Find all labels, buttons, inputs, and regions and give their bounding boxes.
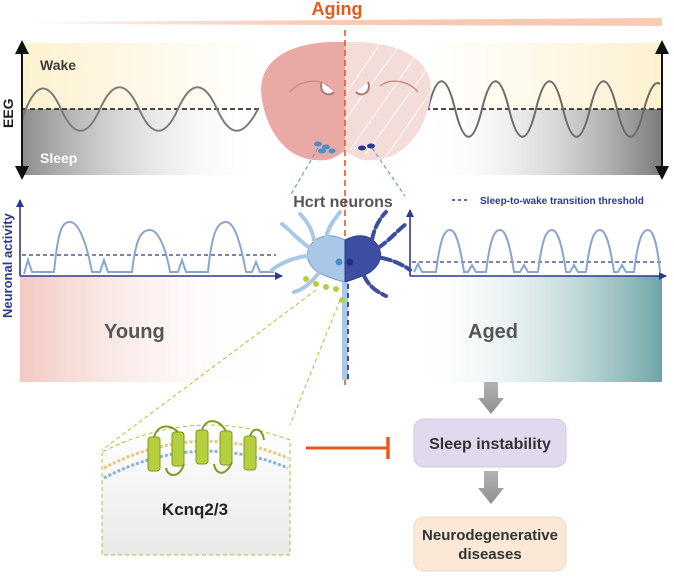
brain-ventricles	[320, 81, 370, 96]
arrow-aged-to-instability	[478, 382, 504, 414]
inhibition-arrow	[306, 437, 390, 459]
eeg-trace-aged	[427, 80, 661, 138]
kcnq-marker-2	[323, 284, 329, 290]
kcnq-marker-5	[303, 276, 309, 282]
zoom-connector-left	[101, 289, 317, 451]
activity-trace-young	[23, 220, 274, 275]
neuron-soma-young	[306, 235, 346, 283]
young-background	[20, 276, 280, 382]
kcnq-loops	[153, 420, 265, 476]
kcnq-marker-1	[313, 281, 319, 287]
hcrt-dot-young-3	[318, 148, 326, 154]
zoom-line-right	[371, 147, 406, 197]
brain-young-half	[261, 41, 345, 161]
aging-title: Aging	[312, 0, 363, 19]
eeg-arrowhead-up-left	[15, 40, 29, 54]
arrow-instability-to-neuro	[478, 471, 504, 504]
aged-label: Aged	[468, 321, 518, 343]
young-label: Young	[104, 321, 165, 343]
kcnq-channel-panel: Kcnq2/3	[101, 289, 341, 556]
neuron-nucleus-young	[335, 258, 343, 266]
aging-header: Aging	[30, 0, 662, 26]
brain-aged-texture	[345, 43, 433, 159]
eeg-trace-young	[21, 86, 259, 132]
zoom-connector-right	[289, 299, 341, 426]
neurodegenerative-line2: diseases	[458, 546, 521, 563]
aged-background	[410, 276, 662, 382]
brain-cortex-lines	[289, 80, 419, 93]
wake-label: Wake	[40, 57, 76, 73]
kcnq-label: Kcnq2/3	[162, 500, 228, 519]
activity-panel-young: Neuronal activity Young	[0, 199, 283, 382]
sleep-instability-box	[413, 418, 567, 468]
eeg-arrowhead-down-right	[655, 166, 669, 180]
eeg-arrowhead-down-left	[15, 166, 29, 180]
neurodegenerative-line1: Neurodegenerative	[422, 527, 558, 544]
wake-band-left	[22, 43, 262, 109]
sleep-instability-label: Sleep instability	[429, 436, 551, 453]
aging-gradient-bar	[30, 18, 662, 26]
neuron-soma-aged	[344, 235, 382, 283]
kcnq-marker-4	[339, 297, 345, 303]
outcomes: Sleep instability Neurodegenerative dise…	[413, 382, 567, 572]
kcnq-channel-helices	[147, 429, 257, 472]
wake-band-right	[425, 43, 662, 109]
hcrt-neurons-label: Hcrt neurons	[293, 194, 393, 211]
brain-aged-half	[345, 41, 432, 161]
neuron-dendrites-young	[270, 210, 342, 294]
zoom-line-left	[289, 147, 319, 197]
eeg-panel-aged	[425, 40, 669, 180]
activity-trace-aged	[413, 228, 661, 273]
eeg-axis-label: EEG	[0, 98, 16, 128]
sleep-band-right	[425, 109, 662, 175]
neuron-nucleus-aged	[346, 258, 354, 266]
hcrt-dot-aged-2	[367, 143, 375, 149]
kcnq-marker-3	[333, 286, 339, 292]
eeg-panel-young: Wake Sleep EEG	[0, 40, 262, 180]
threshold-legend-label: Sleep-to-wake transition threshold	[480, 196, 644, 207]
neuron-dendrites-aged	[362, 210, 412, 298]
neurodegenerative-box	[413, 516, 567, 572]
brain-section: Hcrt neurons	[261, 30, 433, 385]
hcrt-neuron-illustration	[270, 210, 412, 380]
hcrt-dot-young-2	[322, 144, 330, 150]
sleep-label: Sleep	[40, 150, 77, 166]
activity-panel-aged: Sleep-to-wake transition threshold Aged	[406, 196, 667, 382]
activity-axis-label: Neuronal activity	[0, 212, 15, 318]
hcrt-dot-aged-1	[358, 145, 366, 151]
hcrt-dot-young-1	[314, 141, 322, 147]
hcrt-dot-young-4	[328, 148, 336, 154]
eeg-arrowhead-up-right	[655, 40, 669, 54]
